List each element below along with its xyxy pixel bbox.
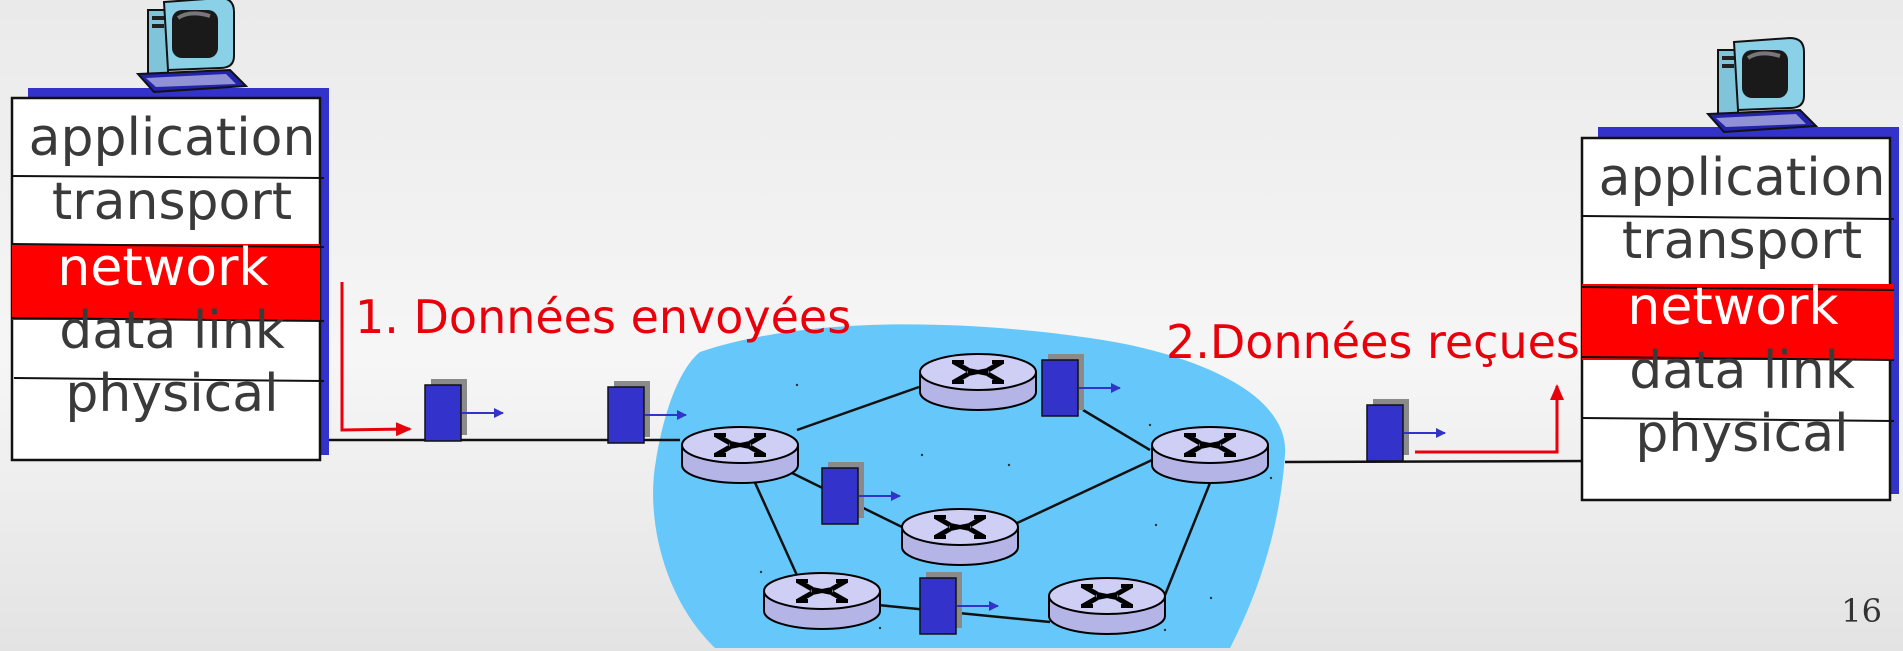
- left-layer-transport: transport: [52, 172, 292, 232]
- left-layer-network: network: [57, 238, 268, 298]
- computer-icon: [136, 0, 248, 94]
- left-layer-physical: physical: [65, 364, 278, 424]
- router-icon: [1049, 578, 1165, 634]
- sent-arrow: [340, 282, 412, 437]
- sent-label: 1. Données envoyées: [355, 290, 851, 344]
- left-protocol-stack: application transport network data link …: [10, 88, 329, 462]
- right-layer-application: application: [1599, 148, 1886, 208]
- received-label: 2.Données reçues: [1166, 315, 1580, 369]
- received-arrow: [1415, 384, 1564, 454]
- left-layer-application: application: [29, 108, 316, 168]
- left-layer-data-link: data link: [59, 301, 285, 361]
- page-number: 16: [1841, 592, 1882, 630]
- right-protocol-stack: application transport network data link …: [1580, 127, 1899, 502]
- right-layer-physical: physical: [1635, 404, 1848, 464]
- router-icon: [902, 509, 1018, 565]
- computer-icon: [1706, 36, 1818, 134]
- router-icon: [764, 573, 880, 629]
- router-icon: [920, 354, 1036, 410]
- right-layer-data-link: data link: [1629, 341, 1855, 401]
- router-icon: [682, 427, 798, 483]
- right-layer-network: network: [1627, 277, 1838, 337]
- packet-icon: [425, 379, 503, 441]
- network-cloud: [653, 324, 1286, 648]
- right-layer-transport: transport: [1622, 211, 1862, 271]
- router-icon: [1152, 427, 1268, 483]
- cloud-dots: [759, 383, 1273, 632]
